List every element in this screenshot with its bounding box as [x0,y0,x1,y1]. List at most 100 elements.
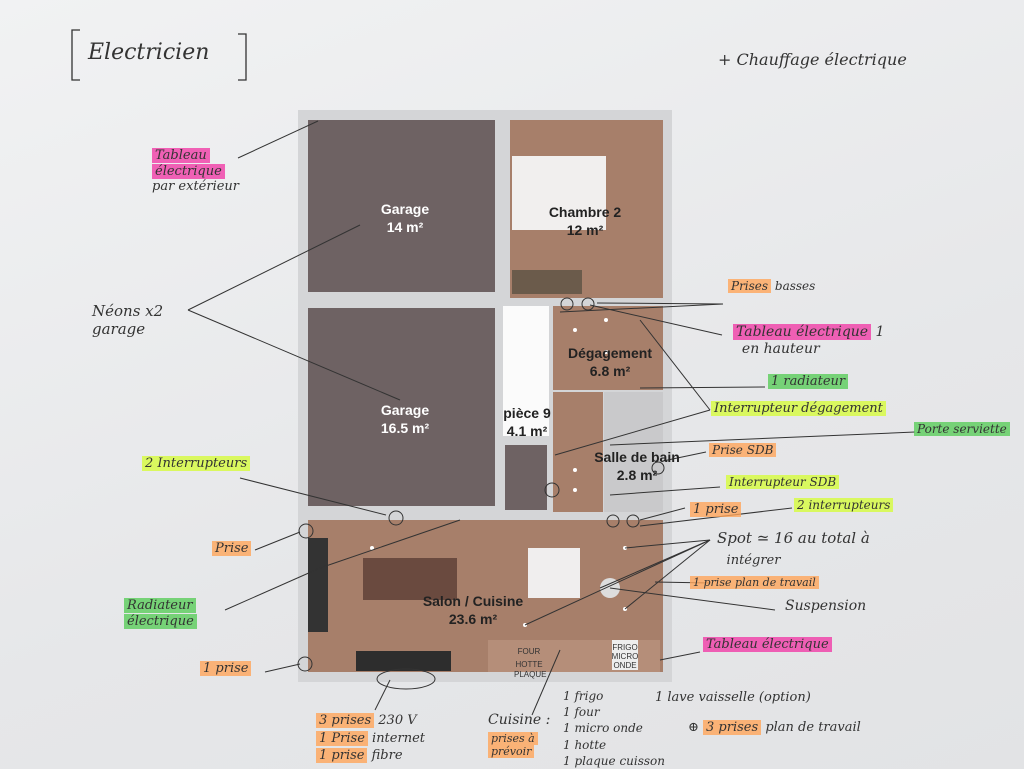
note-line: Prise [212,541,252,556]
note-2-interrupteurs-right: 2 interrupteurs [794,498,894,512]
room-name: Chambre 2 [548,204,622,220]
room-salon-cuisine: Salon / Cuisine 23.6 m² [408,592,538,628]
list-item: 1 plaque cuisson [563,753,666,768]
note-line: 1 prise [316,748,368,764]
note-line: prévoir [488,745,535,759]
note-1-prise-right: 1 prise [690,502,742,518]
piece-9-floor [505,445,547,510]
room-name: Garage [380,201,430,217]
room-chambre-2: Chambre 2 12 m² [520,203,650,239]
note-line: par extérieur [152,179,240,195]
note-line: électrique [152,163,225,179]
note-cuisine-label: Cuisine : [488,712,551,728]
room-area: 23.6 m² [448,611,498,628]
note-lave-vaisselle: 1 lave vaisselle (option) [655,690,811,705]
plan-label-onde: ONDE [613,661,637,670]
note-line: fibre [371,748,403,764]
note-1-radiateur: 1 radiateur [768,374,849,390]
note-line: 2 interrupteurs [794,498,894,512]
staircase-icon [503,306,549,436]
list-item: 1 frigo [563,689,604,703]
fridge-icon [612,640,638,670]
note-line: 3 prises [316,713,375,728]
note-line: 2 Interrupteurs [142,456,251,471]
room-salle-de-bain: Salle de bain 2.8 m² [572,448,702,484]
garage-1-floor [308,120,495,292]
note-cuisine-items: 1 frigo 1 four 1 micro onde 1 hotte 1 pl… [563,688,665,769]
note-plus-3-prises: ⊕ 3 prises plan de travail [688,720,861,735]
note-line: Prise SDB [709,443,777,457]
room-name: Garage [380,402,430,418]
note-line: 1 prise [690,502,742,517]
note-line: intégrer [726,553,781,568]
plan-label-hotte: HOTTE [515,660,543,669]
list-item: 1 micro onde [563,721,643,736]
room-area: 6.8 m² [589,363,631,380]
bed-icon [512,156,606,230]
plan-label-frigo: FRIGO [612,643,638,652]
note-prise: Prise [212,541,252,557]
note-tableau-hauteur: Tableau électrique 1 en hauteur [733,324,884,358]
note-spot: Spot ≃ 16 au total à intégrer [717,528,870,570]
note-line: 1 prise [200,661,252,676]
annotation-leader-lines [187,120,916,716]
radiator-unit [308,538,328,632]
note-line: 3 prises [703,720,762,735]
note-porte-serviette: Porte serviette [914,422,1010,436]
note-line: prises à [488,732,538,745]
room-name: Dégagement [567,345,653,361]
note-line: Tableau électrique [733,324,872,340]
room-area: 16.5 m² [380,420,430,437]
note-line: Interrupteur SDB [726,475,840,489]
list-item: 1 hotte [563,737,607,752]
room-name: pièce 9 [503,405,551,421]
sdb-floor-left [553,392,603,512]
room-area: 4.1 m² [506,423,548,440]
note-line: internet [372,730,425,746]
plan-label-micro: MICRO [611,652,639,661]
room-name: Salon / Cuisine [422,593,524,609]
note-line: Prises [728,279,772,293]
note-line: plan de travail [765,720,861,735]
note-line: en hauteur [741,340,820,357]
note-line: 1 prise plan de travail [690,576,819,589]
note-line: 1 radiateur [768,374,849,389]
note-line: Néons x2 [92,302,164,320]
note-2-interrupteurs: 2 Interrupteurs [142,456,251,472]
note-line: basses [774,279,816,293]
plan-label-plaque: PLAQUE [514,670,547,679]
note-line: garage [92,320,146,338]
note-line: Tableau [152,148,210,163]
sofa-icon [363,558,457,600]
note-line: Spot ≃ 16 au total à [717,529,870,547]
note-1-prise-left: 1 prise [200,661,252,677]
room-area: 2.8 m² [616,467,658,484]
note-prises-salon: 3 prises 230 V 1 Prise internet 1 prise … [316,712,425,765]
note-line: 230 V [378,713,417,728]
note-line: électrique [124,613,197,629]
room-area: 12 m² [566,222,604,239]
note-prises-basses: Prises basses [728,279,815,293]
note-line: 1 [875,324,885,340]
tv-unit-icon [356,651,451,671]
page-title: Electricien [88,40,210,65]
garage-2-floor [308,308,495,506]
note-line: Interrupteur dégagement [711,401,886,416]
room-name: Salle de bain [594,449,680,465]
note-interrupteur-sdb: Interrupteur SDB [726,475,840,489]
header-note-chauffage: + Chauffage électrique [718,50,907,69]
note-line: 1 Prise [316,730,368,746]
room-garage-2: Garage 16.5 m² [340,401,470,437]
title-brackets [71,29,247,81]
room-piece-9: pièce 9 4.1 m² [490,404,564,440]
note-line: Porte serviette [914,422,1010,436]
list-item: 1 four [563,705,600,720]
note-interrupteur-degagement: Interrupteur dégagement [711,401,886,417]
desk-icon [512,270,582,294]
